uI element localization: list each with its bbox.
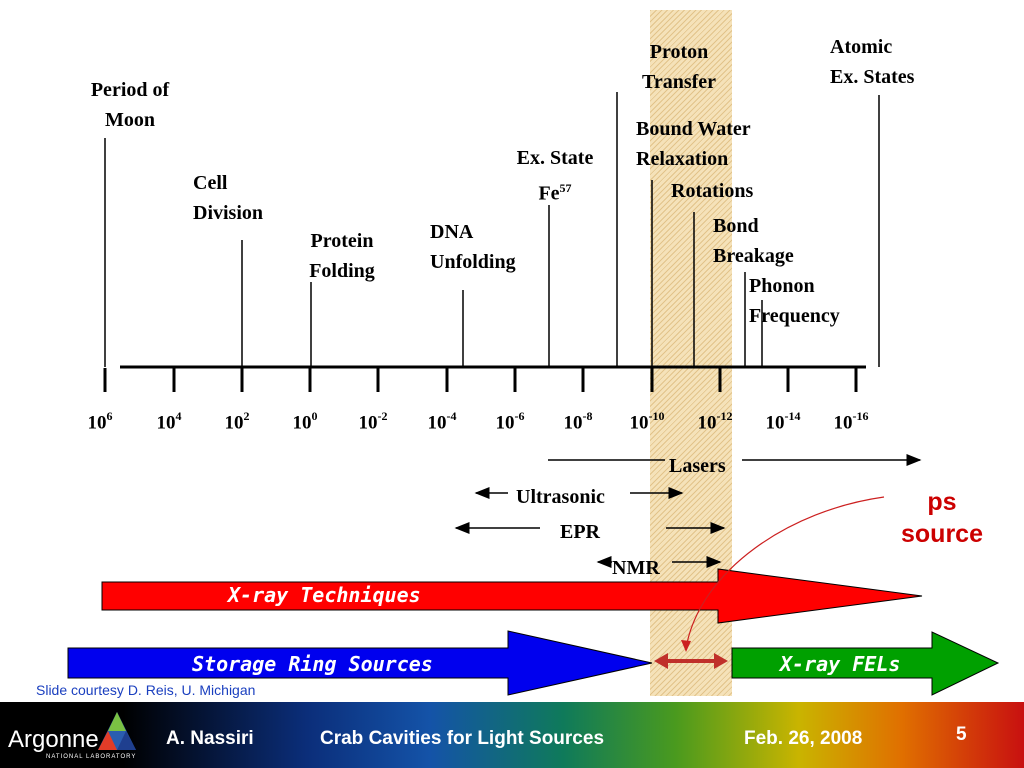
technique-nmr: NMR [612, 557, 660, 579]
page-number: 5 [956, 724, 967, 745]
technique-epr: EPR [560, 521, 600, 543]
event-label-atomic-ex-states: Atomic Ex. States [830, 36, 915, 88]
event-lines [104, 92, 880, 367]
footer-bar: Argonne NATIONAL LABORATORY A. Nassiri C… [0, 702, 1024, 768]
event-label-bond-breakage: Bond Breakage [713, 215, 794, 267]
xray-techniques-label: X-ray Techniques [228, 583, 421, 607]
event-label-ex-state-fe: Ex. State Fe57 [516, 147, 594, 205]
tick-label: 10-10 [629, 409, 665, 434]
xray-techniques-arrow [101, 568, 923, 624]
ps-source-pointer [685, 496, 885, 649]
technique-ultrasonic: Ultrasonic [516, 486, 605, 508]
tick-label: 106 [87, 409, 113, 434]
footer-author: A. Nassiri [166, 728, 254, 749]
xray-fels-arrow [731, 631, 1000, 696]
event-label-proton-transfer: Proton Transfer [641, 41, 717, 93]
event-label-phonon-frequency: Phonon Frequency [749, 275, 840, 327]
tick-label: 10-16 [833, 409, 869, 434]
event-label-bound-water: Bound Water Relaxation [636, 118, 751, 170]
slide-credit: Slide courtesy D. Reis, U. Michigan [36, 682, 256, 698]
tick-label: 100 [292, 409, 318, 434]
ps-double-arrow [654, 653, 728, 669]
tick-label: 102 [224, 409, 250, 434]
ps-source-label: ps source [901, 488, 983, 548]
tick-label: 10-12 [697, 409, 733, 434]
tick-label: 104 [156, 409, 182, 434]
footer-date: Feb. 26, 2008 [744, 728, 863, 749]
event-label-dna-unfolding: DNA Unfolding [430, 221, 516, 273]
footer-title: Crab Cavities for Light Sources [320, 728, 605, 749]
xray-fels-label: X-ray FELs [780, 652, 901, 676]
ps-source-pointer-head [681, 640, 691, 652]
argonne-logo-subtitle: NATIONAL LABORATORY [46, 754, 137, 760]
event-label-rotations: Rotations [671, 180, 754, 202]
storage-ring-label: Storage Ring Sources [192, 652, 433, 676]
timescale-axis [67, 92, 1000, 696]
technique-lasers: Lasers [669, 455, 726, 477]
tick-label: 10-6 [495, 409, 525, 434]
argonne-logo-icon [98, 712, 136, 750]
storage-ring-arrow [67, 630, 653, 696]
tick-label: 10-2 [358, 409, 388, 434]
axis-ticks [103, 368, 858, 392]
event-label-protein-folding: Protein Folding [309, 230, 375, 282]
event-label-period-of-moon: Period of Moon [90, 79, 170, 131]
tick-label: 10-4 [427, 409, 457, 434]
tick-label: 10-8 [563, 409, 593, 434]
tick-label: 10-14 [765, 409, 801, 434]
event-label-cell-division: Cell Division [193, 172, 264, 224]
argonne-logo-text: Argonne [8, 726, 99, 753]
